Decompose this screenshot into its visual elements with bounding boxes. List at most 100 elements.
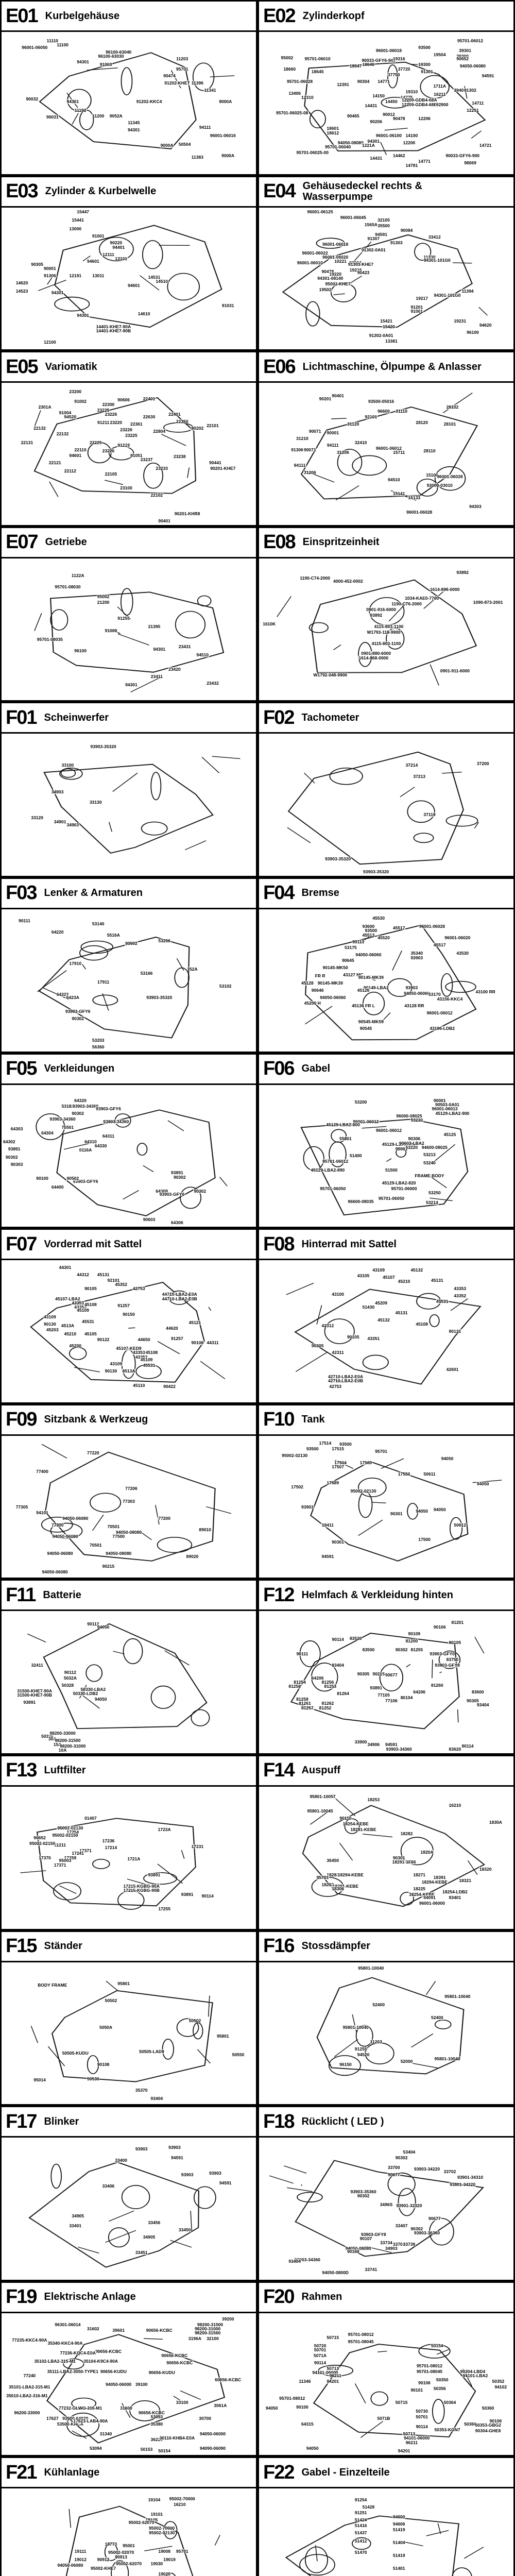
part-number-label: 17689	[326, 1480, 340, 1485]
part-number-label: 19231	[453, 318, 467, 324]
part-number-label: 10A	[58, 1748, 67, 1753]
part-number-label: 43100 RR	[475, 989, 496, 994]
part-number-label: 90401	[158, 518, 171, 523]
part-number-label: 14771	[377, 79, 390, 84]
part-number-label: 90071	[303, 447, 317, 452]
part-number-label: 31206	[303, 469, 317, 475]
part-number-label: 94601	[87, 259, 100, 264]
part-number-label: 23226	[104, 411, 118, 417]
part-number-label: 43156-KKC4	[436, 996, 464, 1002]
part-number-label: 94050-06080	[459, 63, 487, 69]
part-number-label: 22630	[142, 414, 156, 420]
part-number-label: 0901-911-6000	[439, 668, 470, 673]
part-number-label: 96001-06012	[352, 1118, 380, 1124]
part-number-label: 95002-KHE7	[324, 281, 351, 287]
part-number-label: 43127 MC	[342, 972, 364, 977]
part-number-label: 95701-08030	[54, 584, 81, 589]
part-number-label: 81254	[293, 1679, 306, 1685]
part-number-label: 94050-08080	[105, 1551, 132, 1556]
part-number-label: 31210	[296, 435, 309, 441]
part-number-label: 96200-33000	[13, 2410, 41, 2415]
part-number-label: 18283	[326, 1872, 340, 1877]
part-number-label: 43105	[356, 1273, 370, 1279]
part-number-label: 45131	[96, 1272, 110, 1277]
part-number-label: 34901	[53, 819, 67, 824]
part-number-label: 90100	[36, 1176, 49, 1181]
exploded-diagram-placeholder	[36, 1109, 228, 1216]
part-number-label: 15420	[382, 324, 396, 329]
part-number-label: 17514	[318, 1440, 332, 1446]
part-number-label: 23411	[150, 673, 163, 679]
part-number-label: 96150	[339, 2061, 352, 2067]
part-number-label: 93903-34220	[413, 2166, 441, 2172]
part-number-label: 93903-35320	[90, 743, 117, 749]
part-number-label: 19104	[147, 2497, 161, 2503]
part-number-label: 23238	[173, 454, 186, 460]
part-number-label: 33702	[443, 2169, 457, 2175]
part-number-label: 35102-LBA2-315-M1	[33, 2359, 76, 2364]
part-number-label: 96001-06018	[375, 47, 402, 53]
part-number-label: 42710-LBA2-E0B	[327, 1378, 364, 1384]
part-number-label: 30A	[48, 1736, 57, 1742]
part-number-label: 44710-LBA2-E0A	[161, 1292, 198, 1297]
part-number-label: 43352	[134, 1354, 148, 1360]
part-number-label: 45136 FR L	[351, 1003, 375, 1009]
part-number-label: 93903-GFY6	[159, 1191, 185, 1197]
part-number-label: 91009	[104, 628, 118, 634]
part-number-label: 91255	[354, 2046, 368, 2052]
part-number-label: FR R	[314, 973, 326, 979]
part-number-label: 64206	[413, 1689, 426, 1695]
part-number-label: 93891	[147, 1872, 161, 1877]
part-number-label: 96600	[377, 409, 390, 414]
exploded-diagram-placeholder	[43, 756, 241, 854]
part-number-label: 90108	[96, 2061, 110, 2067]
part-number-label: 95801-10040	[357, 1965, 385, 1971]
part-number-label: 1614-896-0000	[429, 587, 460, 592]
part-number-label: 96001-06020	[322, 254, 349, 260]
part-number-label: 90677	[387, 2172, 401, 2177]
part-number-label: 32105	[377, 217, 390, 223]
part-number-label: 64306	[170, 1219, 184, 1225]
section-code: F11	[6, 1584, 36, 1606]
part-number-label: 15441	[71, 217, 85, 223]
part-number-label: 91031	[221, 302, 235, 308]
